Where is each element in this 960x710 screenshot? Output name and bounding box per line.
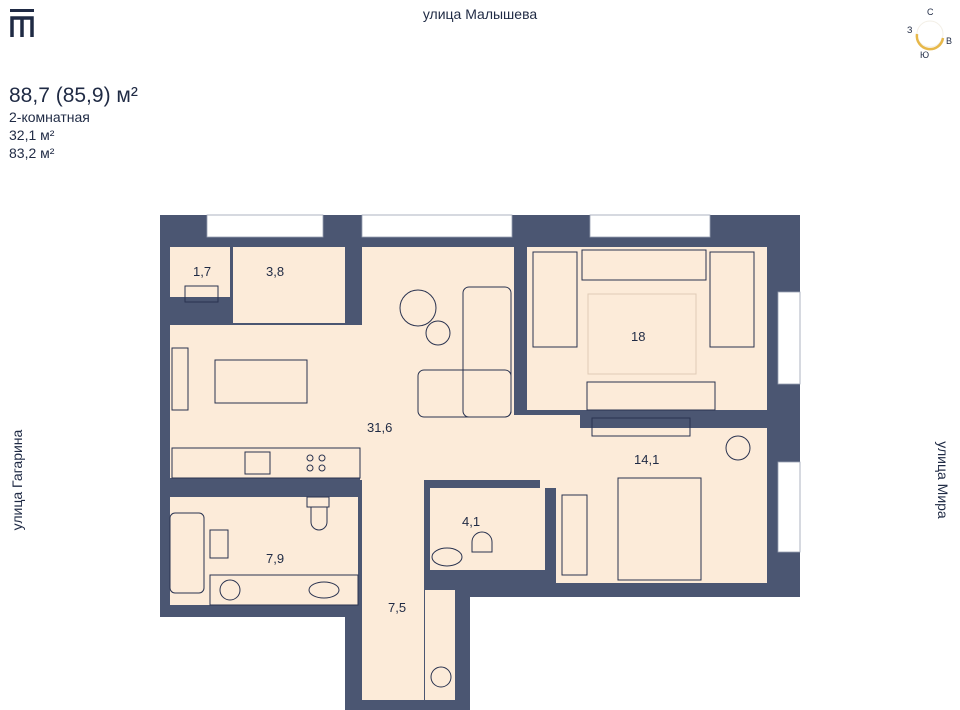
brand-logo	[10, 9, 34, 37]
room-area-wc: 4,1	[462, 514, 480, 529]
area-without-balcony: 83,2 м²	[9, 145, 55, 161]
room-area-bedroom: 14,1	[634, 452, 659, 467]
living-area: 32,1 м²	[9, 127, 55, 143]
compass-west: З	[907, 25, 913, 35]
room-area-bedroom-kids: 18	[631, 329, 645, 344]
compass-arc-icon	[915, 20, 945, 51]
apartment-info: 88,7 (85,9) м² 2-комнатная 32,1 м² 83,2 …	[9, 84, 138, 162]
room-area-bathroom: 7,9	[266, 551, 284, 566]
furniture	[169, 249, 755, 688]
compass-south: Ю	[920, 50, 930, 60]
compass-east: В	[946, 36, 953, 46]
windows	[206, 214, 801, 553]
room-area-closet: 1,7	[193, 264, 211, 279]
rooms-type: 2-комнатная	[9, 109, 90, 125]
total-area: 88,7 (85,9) м²	[9, 84, 138, 107]
street-top-label: улица Малышева	[422, 6, 538, 22]
room-area-hallway: 7,5	[388, 600, 406, 615]
room-area-storage: 3,8	[266, 264, 284, 279]
floors	[170, 247, 767, 700]
room-area-living-kitchen: 31,6	[367, 420, 392, 435]
compass-north: С	[927, 7, 934, 17]
compass: С З В Ю	[900, 2, 960, 64]
